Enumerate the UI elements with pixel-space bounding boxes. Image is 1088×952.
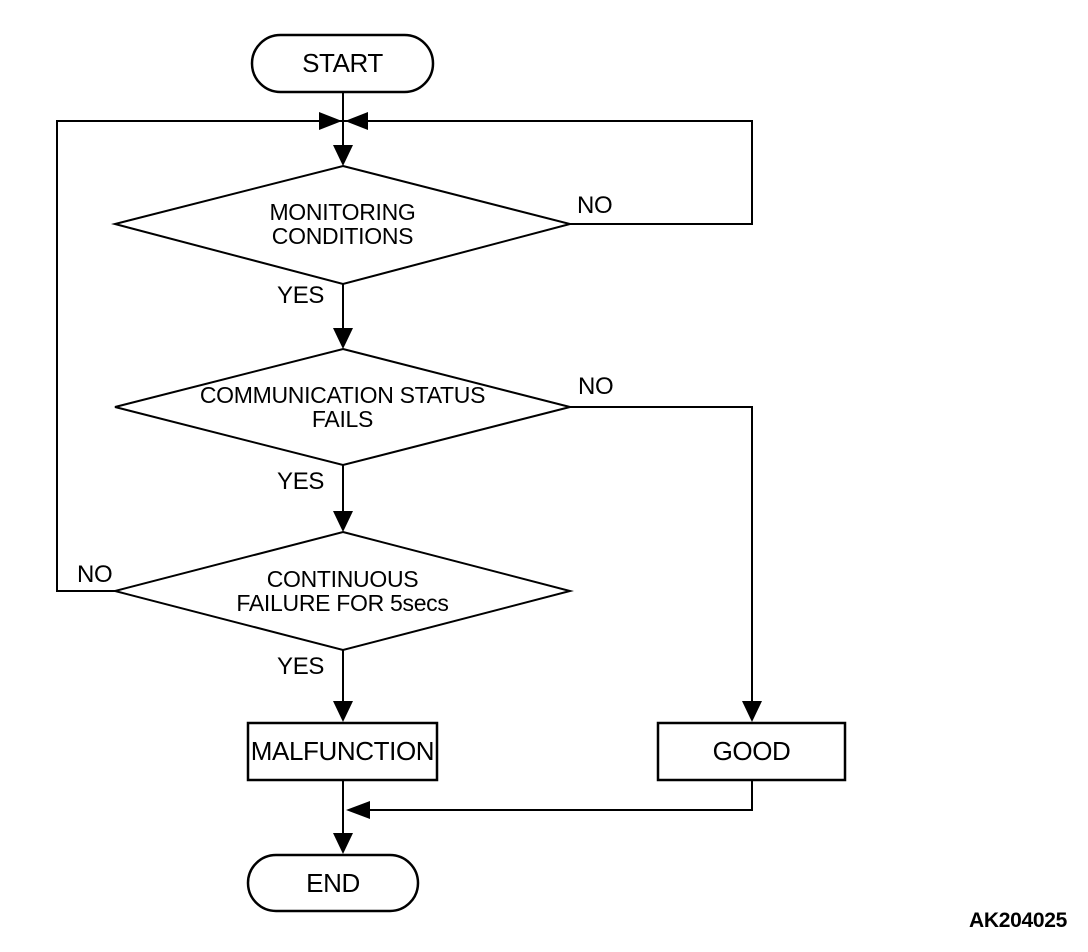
decision1-label-line2: CONDITIONS <box>271 223 414 249</box>
arrowhead-into-end-icon <box>333 833 353 854</box>
decision1-label-line1: MONITORING <box>269 199 416 225</box>
decision2-yes-label: YES <box>277 468 325 495</box>
decision1-yes-label: YES <box>277 282 325 309</box>
decision1-no-label: NO <box>577 192 613 219</box>
decision1-diamond-shape <box>111 164 574 286</box>
decision2-no-label: NO <box>578 373 614 400</box>
arrowhead-into-good-icon <box>742 701 762 722</box>
decision2-label-line1: COMMUNICATION STATUS <box>199 382 486 408</box>
edge-good-to-end <box>369 780 753 811</box>
decision2-diamond-shape <box>114 347 571 467</box>
decision1-label: MONITORING CONDITIONS <box>115 200 570 248</box>
good-box-shape <box>656 721 847 782</box>
arrowhead-into-decision3-icon <box>333 511 353 532</box>
edge-decision2-no-to-good <box>570 406 753 702</box>
decision3-no-label: NO <box>77 561 113 588</box>
decision2-label-line2: FAILS <box>311 406 374 432</box>
decision3-label-line1: CONTINUOUS <box>266 566 419 592</box>
figure-code: AK204025 <box>968 909 1067 932</box>
malfunction-box-shape <box>246 721 439 782</box>
arrowhead-good-merge-icon <box>346 801 370 819</box>
start-terminal-label: START <box>302 48 383 78</box>
good-box-label: GOOD <box>712 736 791 766</box>
merge-arrowhead-right-icon <box>319 112 342 130</box>
arrowhead-into-malfunction-icon <box>333 701 353 722</box>
malfunction-box-label: MALFUNCTION <box>250 736 435 766</box>
arrowhead-into-decision2-icon <box>333 328 353 349</box>
end-terminal-label: END <box>306 867 360 898</box>
decision3-label-line2: FAILURE FOR 5secs <box>236 590 449 616</box>
decision2-label: COMMUNICATION STATUS FAILS <box>115 383 570 431</box>
decision3-yes-label: YES <box>277 653 325 680</box>
start-terminal-shape <box>250 33 435 94</box>
arrowhead-into-decision1-icon <box>333 145 353 166</box>
end-terminal-shape <box>246 853 420 913</box>
decision3-diamond-shape <box>111 530 574 652</box>
decision3-label: CONTINUOUS FAILURE FOR 5secs <box>115 567 570 615</box>
edge-no-return-loop <box>56 120 753 592</box>
merge-arrowhead-left-icon <box>345 112 368 130</box>
